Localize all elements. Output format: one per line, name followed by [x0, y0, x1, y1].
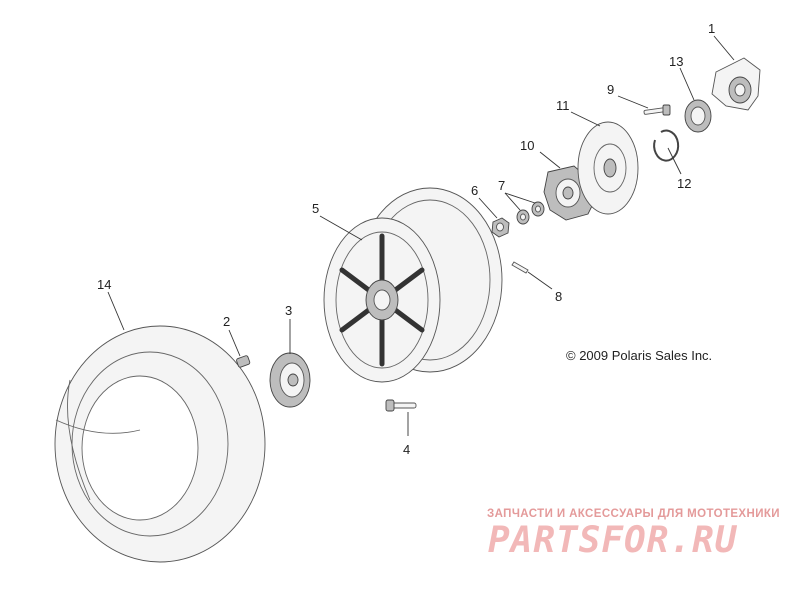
callout-10: 10	[520, 138, 534, 153]
callout-11: 11	[556, 98, 570, 113]
wheel-rim	[323, 187, 503, 383]
callout-1: 1	[708, 21, 715, 36]
callout-14: 14	[97, 277, 111, 292]
callout-7: 7	[498, 178, 505, 193]
steering-knuckle	[711, 57, 761, 111]
lug-bolt	[385, 399, 417, 412]
copyright-notice: © 2009 Polaris Sales Inc.	[566, 348, 713, 363]
center-cap	[269, 352, 311, 408]
callout-9: 9	[607, 82, 614, 97]
valve-stem	[236, 355, 251, 368]
wheel-bearing	[684, 99, 712, 133]
callout-6: 6	[471, 183, 478, 198]
leader-lines	[107, 35, 735, 436]
callout-13: 13	[669, 54, 683, 69]
wheel-nut	[491, 217, 510, 238]
wheel-stud	[643, 104, 671, 116]
watermark-logo: PARTSFOR.RU	[488, 520, 738, 561]
washers	[516, 201, 545, 225]
callout-8: 8	[555, 289, 562, 304]
snap-ring	[653, 129, 680, 162]
watermark-tagline: ЗАПЧАСТИ И АКСЕССУАРЫ ДЛЯ МОТОТЕХНИКИ	[487, 508, 780, 520]
callout-5: 5	[312, 201, 319, 216]
callout-12: 12	[677, 176, 691, 191]
brake-disc	[577, 121, 639, 215]
callout-2: 2	[223, 314, 230, 329]
cotter-pin	[511, 261, 529, 274]
callout-3: 3	[285, 303, 292, 318]
callout-4: 4	[403, 442, 410, 457]
tire	[54, 325, 266, 563]
